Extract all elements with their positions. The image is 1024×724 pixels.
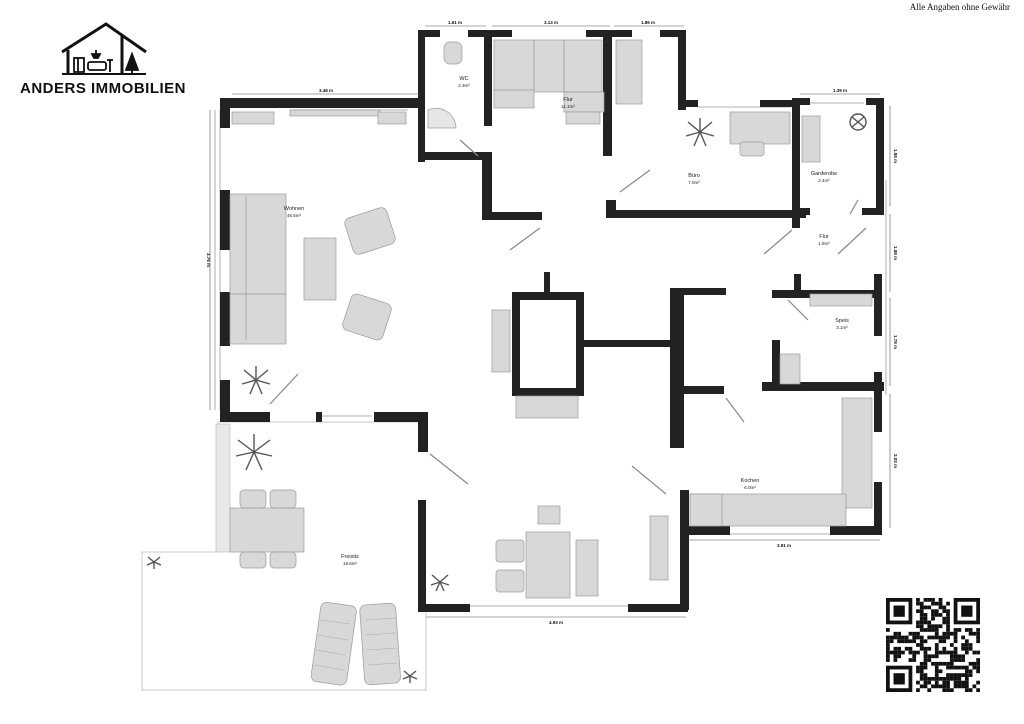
room-flur-top-name: Flur (563, 97, 573, 103)
room-buero-area: 7.0m² (688, 180, 700, 185)
dim-wohnen-height: 3.76 m (206, 253, 211, 267)
lounger-slats (313, 617, 399, 671)
room-garderobe-name: Garderobe (811, 171, 837, 177)
room-flur-small-area: 1.9m² (818, 241, 830, 246)
dimension-lines (209, 25, 891, 618)
plant-icons (146, 113, 867, 683)
room-kochen-name: Kochen (741, 478, 760, 484)
house-logo-icon (61, 22, 147, 75)
dim-garderobe-height: 1.88 m (893, 149, 898, 163)
dim-speis-height: 1.78 m (893, 335, 898, 349)
disclaimer-text: Alle Angaben ohne Gewähr (909, 2, 1010, 12)
room-kochen-area: 6.0m² (744, 485, 756, 490)
door-swings (269, 139, 867, 495)
brand-logo: ANDERS IMMOBILIEN (20, 20, 190, 100)
plant-icon (235, 434, 273, 471)
furniture (229, 39, 873, 686)
dim-wohnen-width: 3.48 m (319, 88, 333, 93)
plant-icon (685, 118, 715, 147)
dim-bottom-width: 4.93 m (549, 620, 563, 625)
walls (220, 30, 884, 612)
room-garderobe-area: 2.4m² (818, 178, 830, 183)
plant-icon (241, 366, 271, 395)
room-wc-name: WC (459, 76, 468, 82)
room-buero-name: Büro (688, 173, 700, 179)
brand-name: ANDERS IMMOBILIEN (20, 80, 186, 97)
dim-flur-width: 3.13 m (544, 20, 558, 25)
room-flur-small-name: Flur (819, 234, 829, 240)
room-wohnen-area: 46.5m² (287, 213, 302, 218)
dim-garderobe-width: 1.39 m (833, 88, 847, 93)
dim-flur-small-height: 1.88 m (893, 246, 898, 260)
plant-icon (402, 670, 418, 683)
room-freisitz-area: 18.6m² (343, 561, 358, 566)
dim-kochen-width: 3.91 m (777, 543, 791, 548)
dimension-labels: 1.61 m 3.13 m 1.86 m 3.48 m 1.39 m 1.88 … (206, 20, 898, 625)
dim-kochen-height: 2.03 m (893, 454, 898, 468)
room-wc-area: 2.3m² (458, 83, 470, 88)
room-speis-area: 3.1m² (836, 325, 848, 330)
dim-buero-top: 1.86 m (641, 20, 655, 25)
qr-code-icon[interactable] (886, 598, 980, 692)
room-labels: WC 2.3m² Flur 11.1m² Büro 7.0m² Garderob… (284, 76, 849, 566)
room-wohnen-name: Wohnen (284, 206, 304, 212)
dim-wc-width: 1.61 m (448, 20, 462, 25)
room-flur-top-area: 11.1m² (561, 104, 575, 109)
room-speis-name: Speis (835, 318, 849, 324)
plant-icon (146, 556, 162, 569)
plant-icon (430, 574, 450, 592)
terrace-bench (215, 423, 231, 553)
plant-icon (849, 113, 867, 131)
room-freisitz-name: Freisitz (341, 554, 359, 560)
